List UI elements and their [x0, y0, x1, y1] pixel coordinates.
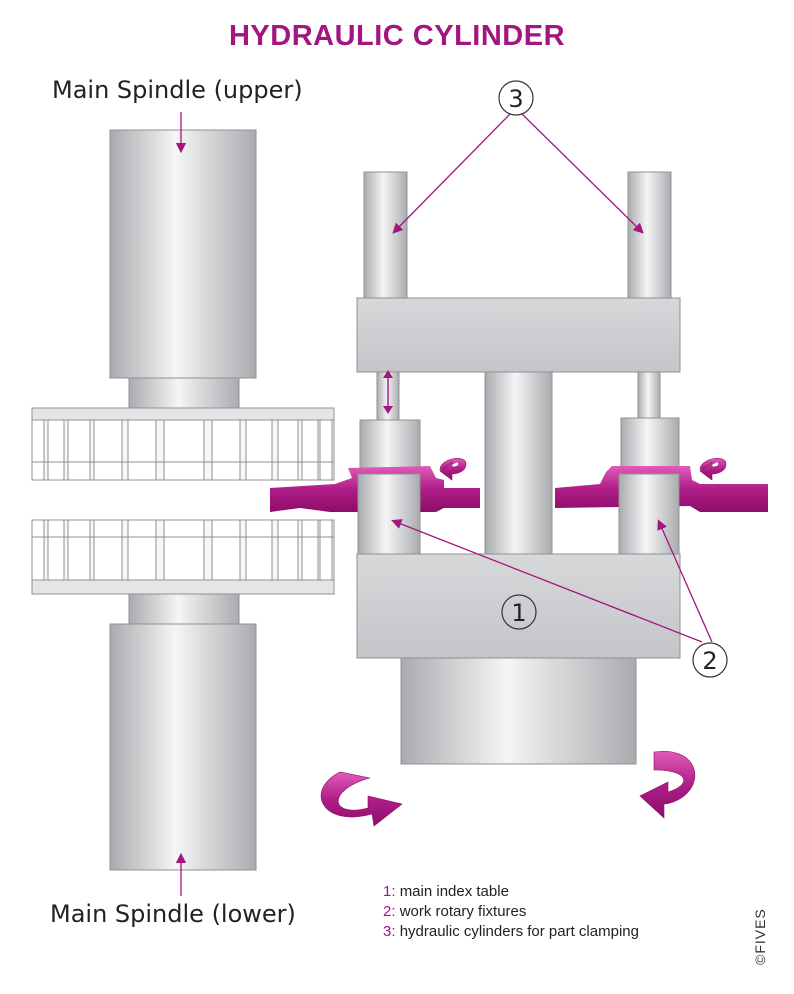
hydraulic-cylinder-left [363, 171, 408, 299]
callout-3-number: 3 [508, 85, 523, 113]
callout-2-number: 2 [702, 647, 717, 675]
work-rotary-fixture-right [618, 473, 680, 555]
label-main-spindle-upper: Main Spindle (upper) [52, 76, 303, 104]
legend-number: 2: [383, 903, 396, 920]
main-index-table [356, 553, 681, 765]
hydraulic-cylinder-right [627, 171, 672, 299]
legend: 1: main index table 2: work rotary fixtu… [383, 882, 639, 942]
tool-ring-lower [31, 519, 335, 595]
callout-1-circle [501, 594, 537, 630]
diagram-title: HYDRAULIC CYLINDER [228, 20, 566, 52]
table-rotation-arrow-left [320, 771, 403, 827]
legend-item: 3: hydraulic cylinders for part clamping [383, 922, 639, 942]
callout-2-circle [692, 642, 728, 678]
fixture-rotation-arrow-right [699, 458, 727, 481]
main-spindle-lower [109, 593, 257, 871]
legend-item: 2: work rotary fixtures [383, 902, 639, 922]
clamp-rod-right [620, 371, 680, 469]
fixture-rotation-arrow-left [439, 458, 467, 481]
copyright-notice: ©FIVES [752, 908, 768, 965]
clamp-rod-left [359, 371, 421, 469]
legend-text: work rotary fixtures [399, 903, 527, 920]
legend-text: main index table [399, 883, 509, 900]
legend-number: 3: [383, 923, 396, 940]
legend-number: 1: [383, 883, 396, 900]
main-spindle-upper [109, 129, 257, 409]
clamp-stroke-arrow [383, 370, 393, 414]
upper-crossbeam [356, 297, 681, 373]
callout-3-circle [498, 80, 534, 116]
callout-1-number: 1 [511, 599, 526, 627]
tool-ring-upper [31, 407, 335, 481]
label-main-spindle-lower: Main Spindle (lower) [50, 900, 296, 928]
work-rotary-fixture-left [357, 473, 421, 555]
callout-leaders [391, 111, 713, 643]
legend-item: 1: main index table [383, 882, 639, 902]
center-column [484, 371, 553, 555]
table-rotation-arrow-right [639, 750, 696, 819]
legend-text: hydraulic cylinders for part clamping [399, 923, 639, 940]
